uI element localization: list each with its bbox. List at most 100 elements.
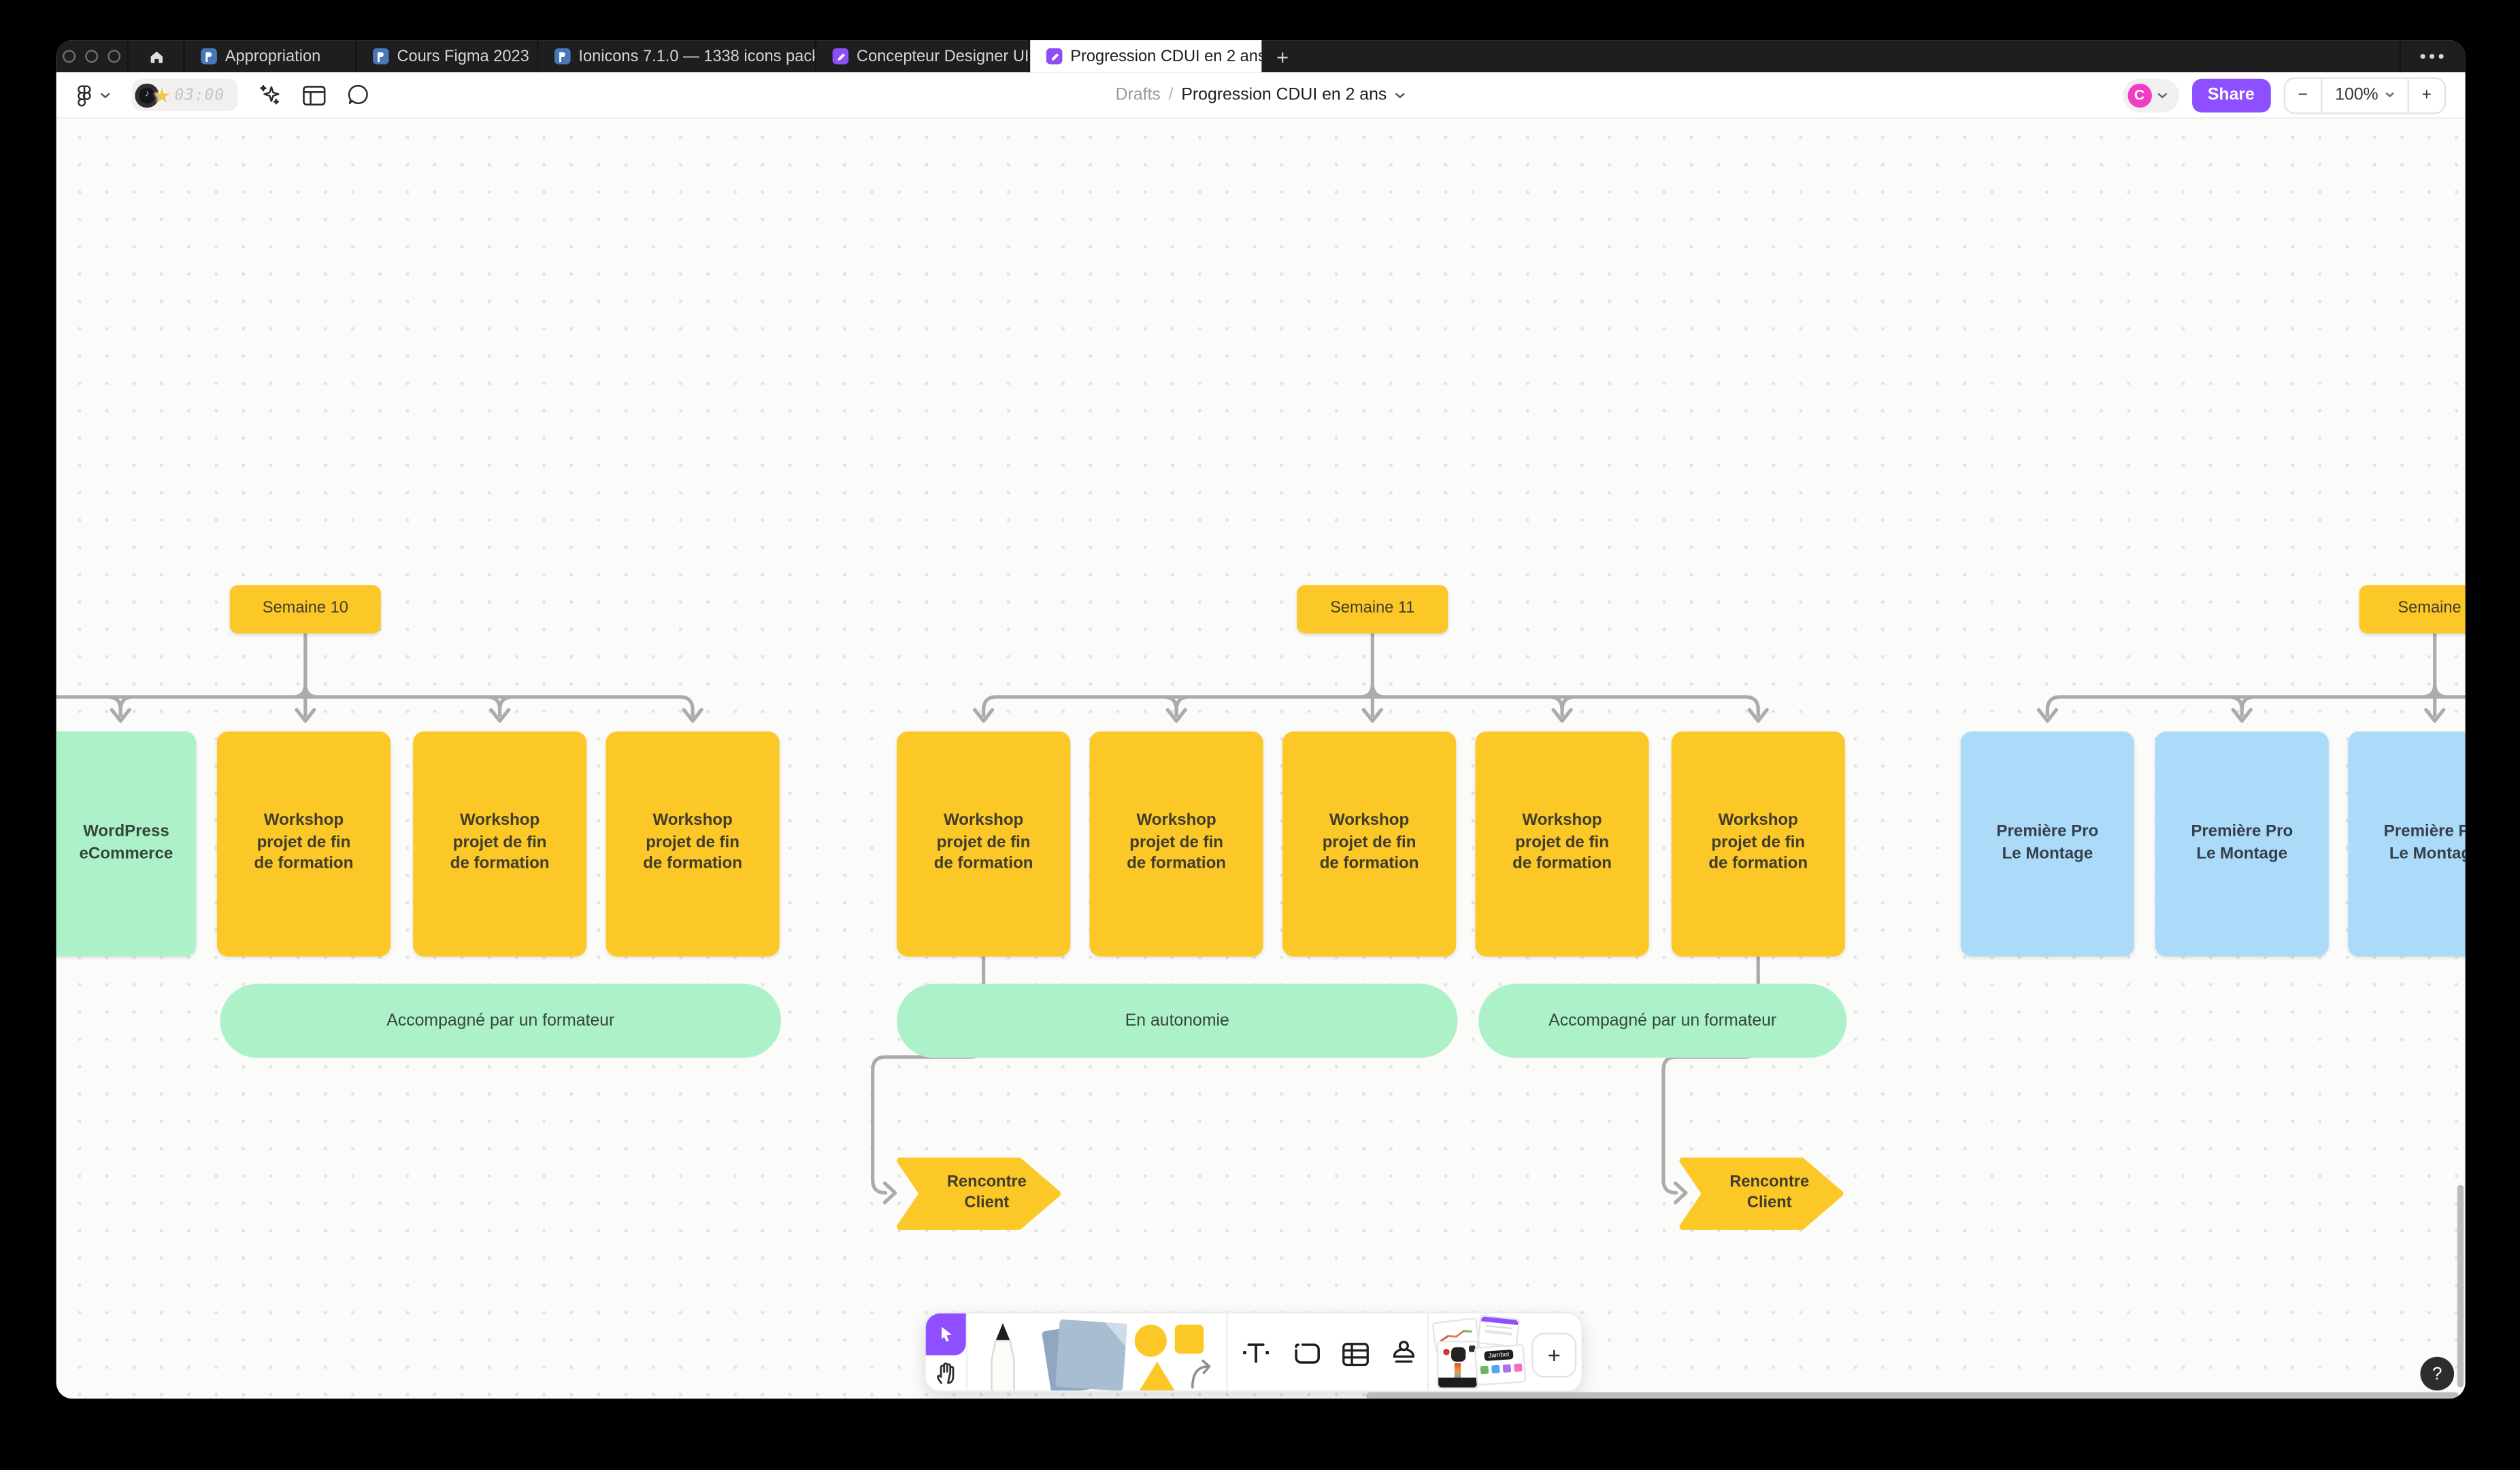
flag-label: Rencontre Client — [946, 1173, 1027, 1213]
comment-icon[interactable] — [347, 84, 369, 106]
marker-tool-button[interactable] — [967, 1313, 1038, 1391]
breadcrumb-divider: / — [1168, 85, 1174, 105]
figjam-canvas[interactable]: Semaine 10 Semaine 11 Semaine 1 WordPres… — [56, 118, 2466, 1399]
zoom-out-button[interactable]: − — [2298, 85, 2308, 105]
text-tool-icon — [1243, 1343, 1269, 1363]
connector-arrow-icon — [1191, 1359, 1211, 1389]
sticky-premiere-pro[interactable]: Première Pro Le Montage — [1960, 730, 2135, 956]
section-tool-icon — [1295, 1343, 1320, 1364]
sticky-note-tool-button[interactable] — [1038, 1313, 1127, 1391]
tab-cours-figma-2023[interactable]: Cours Figma 2023 — [357, 40, 539, 73]
breadcrumb-file-name[interactable]: Progression CDUI en 2 ans — [1181, 85, 1387, 105]
jambot-badge: Jambot — [1484, 1349, 1514, 1362]
templates-widgets-button[interactable]: Jambot — [1429, 1313, 1527, 1390]
breadcrumb: Drafts / Progression CDUI en 2 ans — [1115, 85, 1406, 105]
layout-panels-icon[interactable] — [302, 84, 326, 105]
breadcrumb-folder[interactable]: Drafts — [1115, 85, 1161, 105]
sticky-workshop[interactable]: Workshop projet de fin de formation — [1089, 730, 1263, 956]
figjam-file-icon — [1046, 48, 1063, 65]
more-tools-cell: + — [1525, 1313, 1582, 1390]
tab-label: Ionicons 7.1.0 — 1338 icons pack (C — [578, 47, 816, 65]
current-user-menu[interactable]: C — [2122, 78, 2179, 112]
table-tool-button[interactable] — [1331, 1313, 1379, 1390]
shape-tools-button[interactable] — [1127, 1313, 1226, 1391]
tab-label: Progression CDUI en 2 ans — [1070, 47, 1262, 65]
triangle-shape-icon — [1139, 1361, 1175, 1391]
sticky-premiere-pro[interactable]: Première Pro Le Montage — [2348, 730, 2466, 956]
pill-en-autonomie[interactable]: En autonomie — [897, 983, 1458, 1058]
circle-shape-icon — [1134, 1324, 1167, 1357]
sticky-workshop[interactable]: Workshop projet de fin de formation — [216, 730, 391, 956]
square-shape-icon — [1174, 1324, 1204, 1354]
template-thumbnail-form — [1477, 1314, 1521, 1348]
figma-file-icon — [201, 48, 217, 65]
select-tool-button[interactable] — [925, 1313, 966, 1356]
sticky-wordpress-ecommerce[interactable]: WordPress eCommerce — [56, 730, 197, 956]
chevron-down-icon[interactable] — [1395, 91, 1406, 99]
tab-overflow-menu-button[interactable]: ●●● — [2399, 40, 2466, 73]
sticky-workshop[interactable]: Workshop projet de fin de formation — [606, 730, 780, 956]
text-tool-button[interactable] — [1228, 1313, 1282, 1390]
home-icon — [150, 50, 162, 63]
tab-bar: Appropriation Cours Figma 2023 Ionicons … — [56, 40, 2466, 73]
music-timer-widget[interactable]: ♪ ★ 03:00 — [131, 78, 238, 111]
section-tool-button[interactable] — [1282, 1313, 1331, 1390]
flag-rencontre-client[interactable]: Rencontre Client — [897, 1156, 1061, 1229]
table-tool-icon — [1342, 1343, 1369, 1367]
sticky-workshop[interactable]: Workshop projet de fin de formation — [1282, 730, 1457, 956]
zoom-in-button[interactable]: + — [2421, 85, 2432, 105]
pill-accompagne-formateur[interactable]: Accompagné par un formateur — [1478, 983, 1847, 1058]
new-tab-button[interactable]: + — [1276, 44, 1289, 69]
template-thumbnail-chart — [1431, 1317, 1480, 1354]
figjam-file-icon — [832, 48, 849, 65]
window-zoom-button[interactable] — [107, 50, 121, 63]
window-minimize-button[interactable] — [85, 50, 99, 63]
sticky-workshop[interactable]: Workshop projet de fin de formation — [1671, 730, 1845, 956]
hand-tool-button[interactable] — [933, 1360, 957, 1386]
template-thumbnail-jambot: Jambot — [1474, 1343, 1527, 1386]
sticky-workshop[interactable]: Workshop projet de fin de formation — [897, 730, 1071, 956]
week-node-semaine-12[interactable]: Semaine 1 — [2359, 584, 2466, 633]
week-node-semaine-10[interactable]: Semaine 10 — [229, 584, 381, 633]
pill-accompagne-formateur[interactable]: Accompagné par un formateur — [220, 983, 782, 1058]
share-button[interactable]: Share — [2191, 78, 2271, 112]
figma-file-icon — [554, 48, 571, 65]
zoom-controls: − 100% + — [2283, 76, 2447, 114]
figma-logo-icon — [78, 84, 91, 106]
main-menu-button[interactable] — [76, 83, 111, 107]
marker-pen-icon — [991, 1323, 1015, 1391]
home-button[interactable] — [129, 40, 185, 73]
flag-label: Rencontre Client — [1729, 1173, 1810, 1213]
tab-concepteur-designer-ui[interactable]: Concepteur Designer UI — [816, 40, 1031, 73]
timer-value: 03:00 — [174, 86, 225, 104]
connector-lines[interactable] — [56, 119, 2466, 1399]
sticky-premiere-pro[interactable]: Première Pro Le Montage — [2155, 730, 2329, 956]
sticky-workshop[interactable]: Workshop projet de fin de formation — [413, 730, 587, 956]
flag-rencontre-client[interactable]: Rencontre Client — [1679, 1156, 1844, 1229]
figma-file-icon — [373, 48, 389, 65]
stamp-tool-icon — [1393, 1341, 1414, 1363]
tab-ionicons-pack[interactable]: Ionicons 7.1.0 — 1338 icons pack (C — [538, 40, 816, 73]
sticky-workshop[interactable]: Workshop projet de fin de formation — [1475, 730, 1649, 956]
select-hand-tools — [925, 1313, 966, 1390]
tab-label: Appropriation — [225, 47, 321, 65]
chevron-flag-shape — [897, 1156, 1061, 1229]
ai-sparkle-icon[interactable] — [259, 84, 281, 106]
window-close-button[interactable] — [63, 50, 76, 63]
horizontal-scrollbar[interactable] — [1365, 1392, 2459, 1399]
template-thumbnail-camera — [1436, 1341, 1479, 1389]
cursor-icon — [942, 1326, 952, 1342]
chevron-down-icon — [2385, 92, 2394, 97]
tab-label: Cours Figma 2023 — [397, 47, 529, 65]
zoom-level-menu[interactable]: 100% — [2321, 78, 2409, 112]
chevron-flag-shape — [1679, 1156, 1844, 1229]
add-tool-button[interactable]: + — [1531, 1333, 1577, 1378]
chevron-down-icon — [100, 92, 110, 98]
stamp-tool-button[interactable] — [1379, 1313, 1427, 1390]
week-node-semaine-11[interactable]: Semaine 11 — [1297, 584, 1448, 633]
tab-appropriation[interactable]: Appropriation — [185, 40, 357, 73]
help-button[interactable]: ? — [2420, 1356, 2455, 1391]
tab-progression-cdui-active[interactable]: Progression CDUI en 2 ans ✕ — [1030, 40, 1262, 73]
vertical-scrollbar[interactable] — [2456, 1184, 2464, 1388]
